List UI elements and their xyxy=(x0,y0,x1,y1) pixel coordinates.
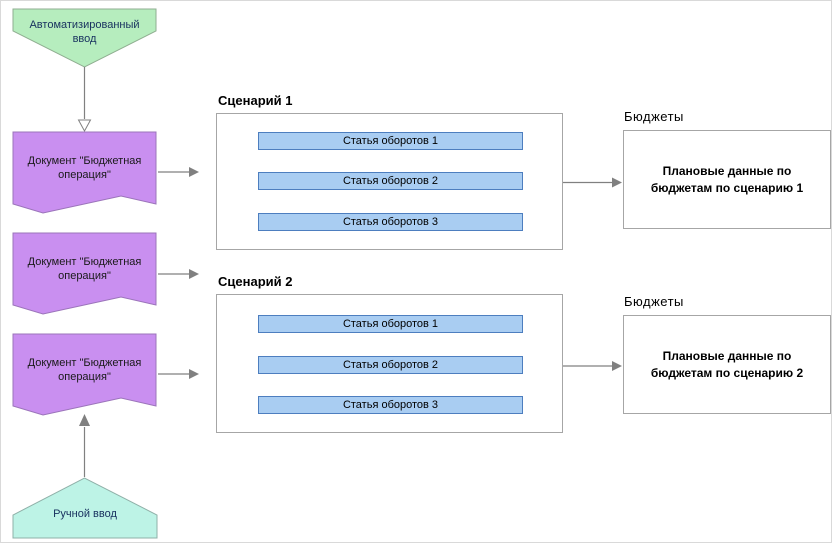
turnover-item-bar: Статья оборотов 3 xyxy=(258,396,523,414)
document-label: Документ "Бюджетная операция" xyxy=(27,255,142,282)
document-shape-3 xyxy=(12,333,157,416)
arrowhead-right-icon xyxy=(189,167,199,177)
manual-input-node: Ручной ввод xyxy=(13,501,157,529)
manual-input-label: Ручной ввод xyxy=(53,508,117,521)
arrowhead-hollow-down-icon xyxy=(77,119,92,133)
budgets1-title: Бюджеты xyxy=(624,109,684,124)
budgets2-title: Бюджеты xyxy=(624,294,684,309)
turnover-item-bar: Статья оборотов 1 xyxy=(258,315,523,333)
arrowhead-right-icon xyxy=(612,361,622,371)
document-label: Документ "Бюджетная операция" xyxy=(27,154,142,181)
turnover-item-bar: Статья оборотов 3 xyxy=(258,213,523,231)
document-node: Документ "Бюджетная операция" xyxy=(13,334,156,406)
automated-input-node: Автоматизированный ввод xyxy=(13,7,156,59)
scenario2-title: Сценарий 2 xyxy=(218,274,293,289)
budget1-box: Плановые данные по бюджетам по сценарию … xyxy=(623,130,831,229)
document-label: Документ "Бюджетная операция" xyxy=(27,356,142,383)
arrowhead-right-icon xyxy=(189,369,199,379)
automated-input-label: Автоматизированный ввод xyxy=(29,19,140,45)
document-shape-1 xyxy=(12,131,157,214)
arrowhead-up-icon xyxy=(79,414,90,426)
budget2-text: Плановые данные по бюджетам по сценарию … xyxy=(650,349,804,380)
manual-input-shape xyxy=(12,477,158,539)
arrowhead-right-icon xyxy=(612,177,622,188)
turnover-item-bar: Статья оборотов 2 xyxy=(258,356,523,374)
arrowhead-right-icon xyxy=(189,269,199,279)
document-shape-2 xyxy=(12,232,157,315)
document-node: Документ "Бюджетная операция" xyxy=(13,233,156,305)
turnover-item-bar: Статья оборотов 1 xyxy=(258,132,523,150)
document-node: Документ "Бюджетная операция" xyxy=(13,132,156,204)
scenario1-title: Сценарий 1 xyxy=(218,93,293,108)
budget1-text: Плановые данные по бюджетам по сценарию … xyxy=(650,164,804,195)
automated-input-shape xyxy=(12,8,157,68)
budget2-box: Плановые данные по бюджетам по сценарию … xyxy=(623,315,831,414)
turnover-item-bar: Статья оборотов 2 xyxy=(258,172,523,190)
